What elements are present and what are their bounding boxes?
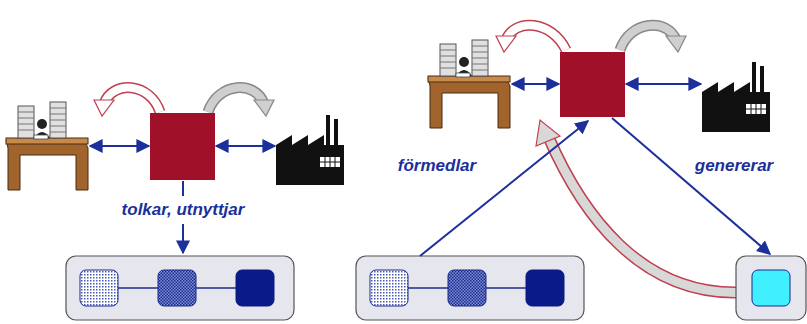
line-label: genererar — [692, 156, 776, 176]
line-label: förmedlar — [395, 156, 479, 176]
line-label: tolkar, utnyttjar — [119, 200, 248, 220]
